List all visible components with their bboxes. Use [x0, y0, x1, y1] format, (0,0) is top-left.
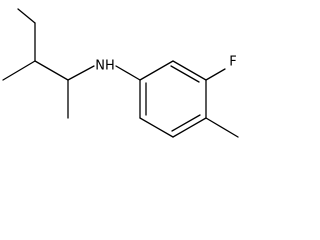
ring-bond-5 — [139, 117, 174, 138]
chemical-structure-diagram: NH F — [2, 8, 239, 138]
ring-methyl-bond — [205, 117, 239, 138]
amine-nh-label: NH — [95, 59, 115, 74]
fluorine-bond — [205, 68, 226, 81]
fluorine-label: F — [229, 55, 236, 70]
ring-bond-2 — [172, 60, 207, 81]
benzene-ring — [139, 60, 207, 138]
chain-to-nitrogen-bond — [67, 65, 95, 81]
alkyl-chain — [2, 8, 95, 119]
ring-double-bond-inner-2 — [171, 114, 201, 132]
branch-methyl-bond — [2, 60, 36, 81]
ethyl-bond-terminal — [17, 8, 36, 24]
ring-double-bond-inner-1 — [170, 65, 200, 83]
ring-bond-1 — [139, 60, 174, 81]
chain-bond-c3-c2 — [34, 60, 69, 81]
ring-bond-4 — [172, 117, 207, 138]
nitrogen-to-ring-bond — [115, 65, 141, 81]
